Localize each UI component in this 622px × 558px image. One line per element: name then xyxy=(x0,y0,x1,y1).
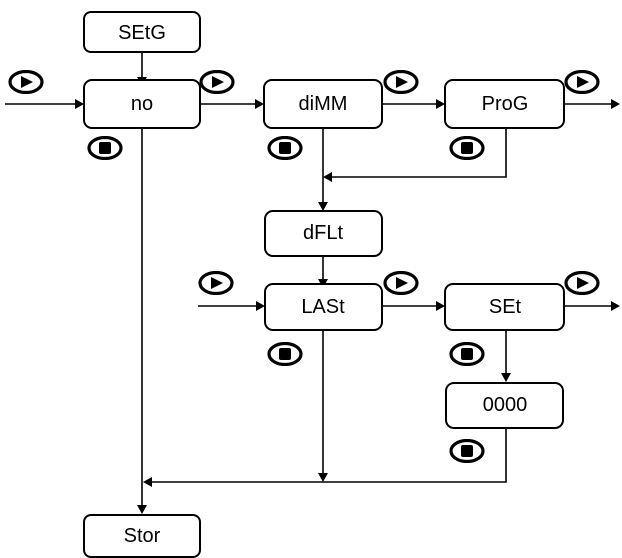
node-set-label: SEt xyxy=(489,296,522,318)
stop-button-icon xyxy=(449,342,485,366)
node-dimm: diMM xyxy=(263,79,383,129)
node-stor-label: Stor xyxy=(124,525,161,547)
node-dflt: dFLt xyxy=(264,210,383,257)
stop-button-icon xyxy=(449,136,485,160)
node-last-label: LASt xyxy=(301,296,345,318)
arrowhead-entry-no xyxy=(75,99,84,109)
stop-button-icon xyxy=(449,439,485,463)
node-dimm-label: diMM xyxy=(299,93,348,115)
arrowhead-last-down xyxy=(318,473,328,482)
play-button-icon xyxy=(8,70,44,94)
node-dflt-label: dFLt xyxy=(303,222,343,244)
connector-prog-return xyxy=(330,128,507,178)
play-button-icon xyxy=(199,70,235,94)
arrowhead-set-value xyxy=(501,373,511,382)
stop-button-icon xyxy=(267,342,303,366)
node-prog: ProG xyxy=(444,79,565,129)
node-value-label: 0000 xyxy=(483,394,528,416)
node-set: SEt xyxy=(444,283,565,331)
node-setg: SEtG xyxy=(83,11,201,53)
arrowhead-prog-return xyxy=(323,172,332,182)
play-button-icon xyxy=(564,271,600,295)
arrowhead-dimm-dflt xyxy=(318,202,328,211)
arrowhead-prog-exit xyxy=(611,99,620,109)
node-no-label: no xyxy=(131,93,153,115)
arrowhead-no-stor xyxy=(137,505,147,514)
play-button-icon xyxy=(383,70,419,94)
play-button-icon xyxy=(198,271,234,295)
arrowhead-last-set xyxy=(436,301,445,311)
arrowhead-dimm-prog xyxy=(436,99,445,109)
node-prog-label: ProG xyxy=(482,93,529,115)
arrowhead-set-exit xyxy=(611,301,620,311)
stop-button-icon xyxy=(87,136,123,160)
connector-value-return xyxy=(150,428,507,483)
play-button-icon xyxy=(383,271,419,295)
node-last: LASt xyxy=(264,283,383,331)
node-value: 0000 xyxy=(445,382,564,429)
play-button-icon xyxy=(564,70,600,94)
node-stor: Stor xyxy=(83,514,201,558)
node-no: no xyxy=(83,79,201,129)
stop-button-icon xyxy=(267,136,303,160)
arrowhead-entry-last xyxy=(256,301,265,311)
arrowhead-no-dimm xyxy=(255,99,264,109)
node-setg-label: SEtG xyxy=(118,22,166,44)
arrowhead-value-return xyxy=(143,477,152,487)
connectors xyxy=(5,52,620,514)
